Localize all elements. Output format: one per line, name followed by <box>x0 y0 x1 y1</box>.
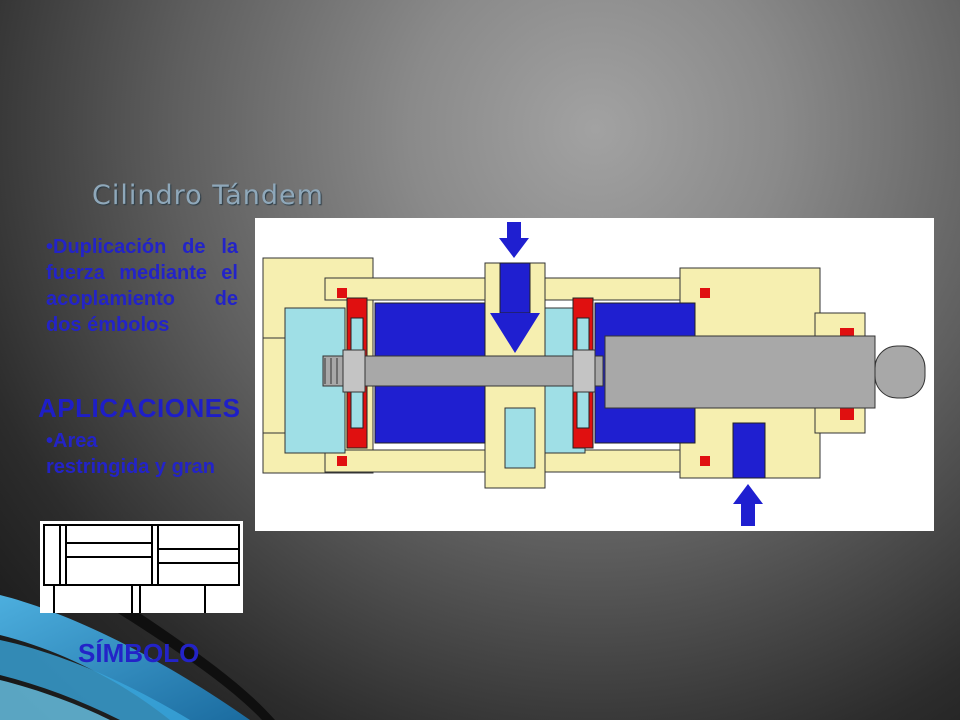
second-rod-nut <box>572 349 596 393</box>
inner-rod <box>322 355 604 387</box>
rod-end <box>874 345 926 399</box>
up-arrow-icon <box>733 484 763 526</box>
main-piston-rod <box>604 335 876 409</box>
inlet-wedge <box>490 313 540 353</box>
seal-top-right <box>700 288 710 298</box>
first-rod-nut <box>342 349 366 393</box>
symbol-label: SÍMBOLO <box>78 638 200 668</box>
bullet-area-line-1: •Area <box>46 430 98 452</box>
applications-heading: APLICACIONES <box>38 393 241 423</box>
bullet-force-duplication: •Duplicación de la fuerza mediante el ac… <box>46 236 238 336</box>
slide-title: Cilindro Tándem <box>92 180 324 211</box>
top-inlet-channel <box>499 262 531 314</box>
seal-top-left <box>337 288 347 298</box>
seal-bottom-right <box>700 456 710 466</box>
lower-port-cyan <box>504 407 536 469</box>
tandem-cylinder-diagram <box>255 218 934 531</box>
threaded-rod-end <box>324 358 338 384</box>
bottom-inlet-channel <box>732 422 766 479</box>
bullet-area-continued: restringida y gran <box>46 456 215 478</box>
down-arrow-icon <box>499 222 529 258</box>
symbol-outer-body <box>43 524 240 586</box>
seal-bottom-left <box>337 456 347 466</box>
tandem-cylinder-symbol <box>40 521 243 613</box>
